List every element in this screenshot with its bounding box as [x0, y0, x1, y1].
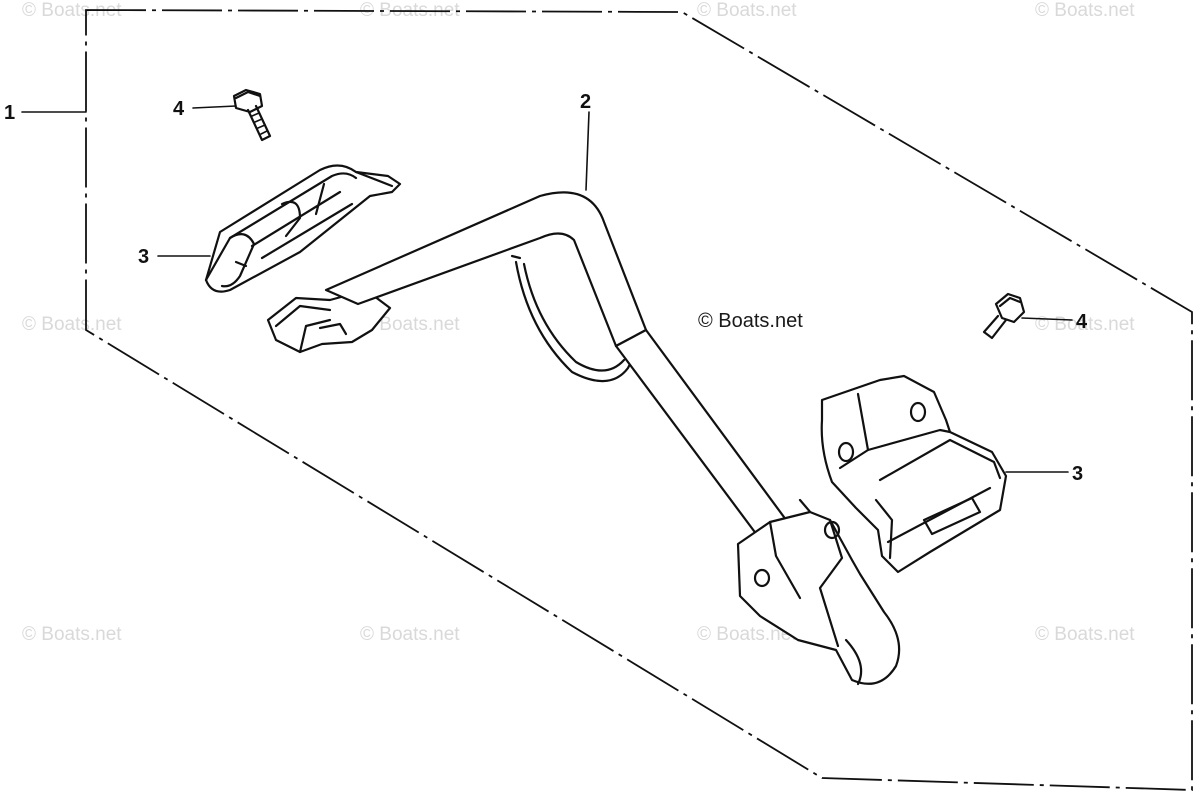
- watermark: © Boats.net: [697, 624, 797, 645]
- watermark: © Boats.net: [1035, 0, 1135, 21]
- bolt-right: [982, 292, 1026, 340]
- watermark: © Boats.net: [360, 624, 460, 645]
- watermark: © Boats.net: [22, 314, 122, 335]
- holder-left: [204, 164, 402, 293]
- bar-assembly: [266, 191, 901, 686]
- leader-line-2: [585, 111, 590, 191]
- callout-assembly: 1: [4, 102, 15, 124]
- watermark-main: © Boats.net: [698, 310, 803, 332]
- watermark: © Boats.net: [360, 314, 460, 335]
- watermark-layer: © Boats.net © Boats.net © Boats.net © Bo…: [22, 0, 1135, 645]
- watermark: © Boats.net: [22, 624, 122, 645]
- bolt-left: [232, 88, 272, 142]
- callout-bolt-right: 4: [1076, 311, 1088, 333]
- watermark: © Boats.net: [1035, 624, 1135, 645]
- callout-bolt-left: 4: [173, 98, 185, 120]
- callout-bar: 2: [580, 91, 591, 113]
- leader-line-4-right: [1021, 317, 1073, 321]
- holder-right: [820, 374, 1008, 574]
- watermark: © Boats.net: [697, 0, 797, 21]
- watermark: © Boats.net: [22, 0, 122, 21]
- callout-holder-right: 3: [1072, 463, 1083, 485]
- leader-line-4-left: [192, 105, 237, 109]
- assembly-boundary: [85, 9, 1193, 791]
- callout-holder-left: 3: [138, 246, 149, 268]
